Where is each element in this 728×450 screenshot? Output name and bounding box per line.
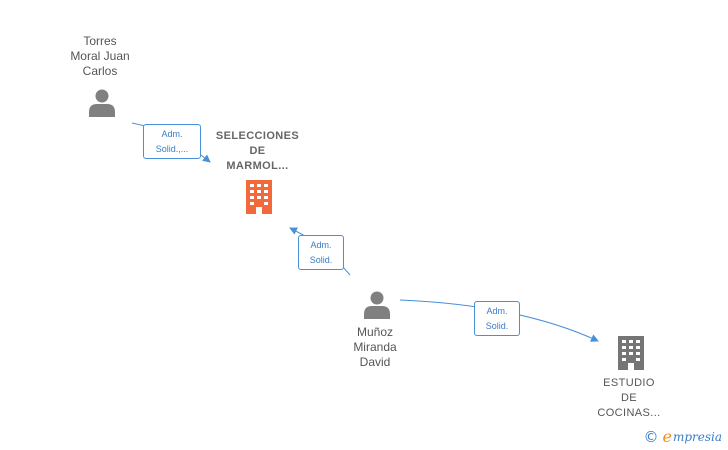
brand-logo: © e mpresia (643, 427, 722, 446)
person-icon[interactable] (362, 290, 392, 320)
person-label-torres[interactable]: Torres Moral Juan Carlos (70, 34, 130, 78)
relation-label[interactable]: Adm. Solid. (474, 301, 520, 336)
company-label-selecciones[interactable]: SELECCIONES DE MARMOL... (215, 130, 300, 172)
brand-initial: e (662, 427, 672, 446)
company-label-estudio[interactable]: ESTUDIO DE COCINAS... (597, 377, 661, 419)
brand-name: mpresia (672, 429, 722, 444)
relation-label[interactable]: Adm. Solid. (298, 235, 344, 270)
person-icon[interactable] (87, 88, 117, 118)
relation-label[interactable]: Adm. Solid.,... (143, 124, 201, 159)
person-label-munoz[interactable]: Muñoz Miranda David (353, 325, 397, 369)
copyright-icon: © (643, 427, 659, 446)
building-icon[interactable] (615, 336, 647, 370)
building-icon[interactable] (243, 180, 275, 214)
